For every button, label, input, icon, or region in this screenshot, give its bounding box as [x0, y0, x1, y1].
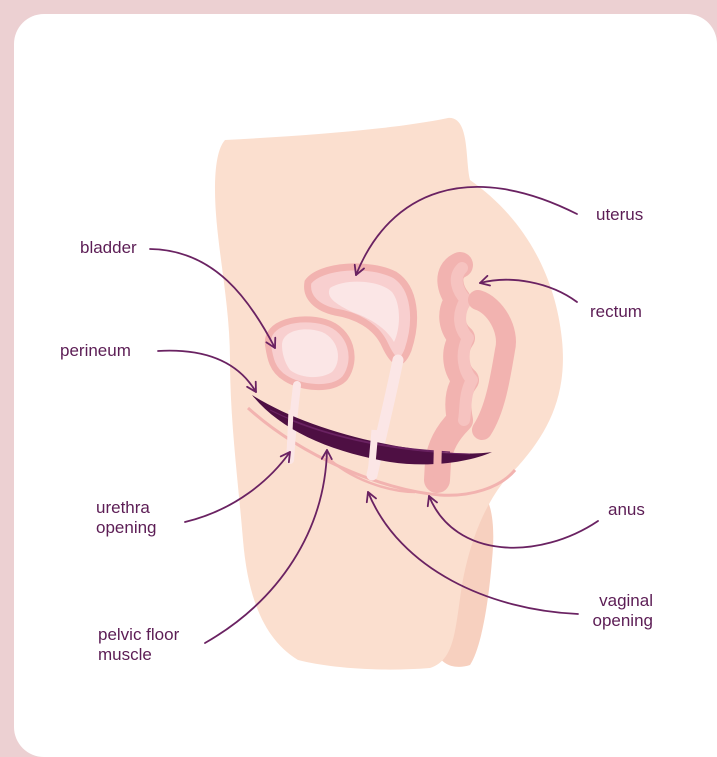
uterus-label: uterus — [596, 205, 643, 225]
anus-label: anus — [608, 500, 645, 520]
rectum-label: rectum — [590, 302, 642, 322]
anus-passage — [437, 440, 438, 482]
vaginal-opening-label: vaginal opening — [580, 591, 653, 631]
bladder-label: bladder — [80, 238, 137, 258]
urethra-passage — [289, 410, 291, 455]
vaginal-passage — [371, 430, 375, 475]
perineum-label: perineum — [60, 341, 131, 361]
pelvic-floor-muscle-label: pelvic floor muscle — [98, 625, 179, 665]
urethra-opening-label: urethra opening — [96, 498, 157, 538]
